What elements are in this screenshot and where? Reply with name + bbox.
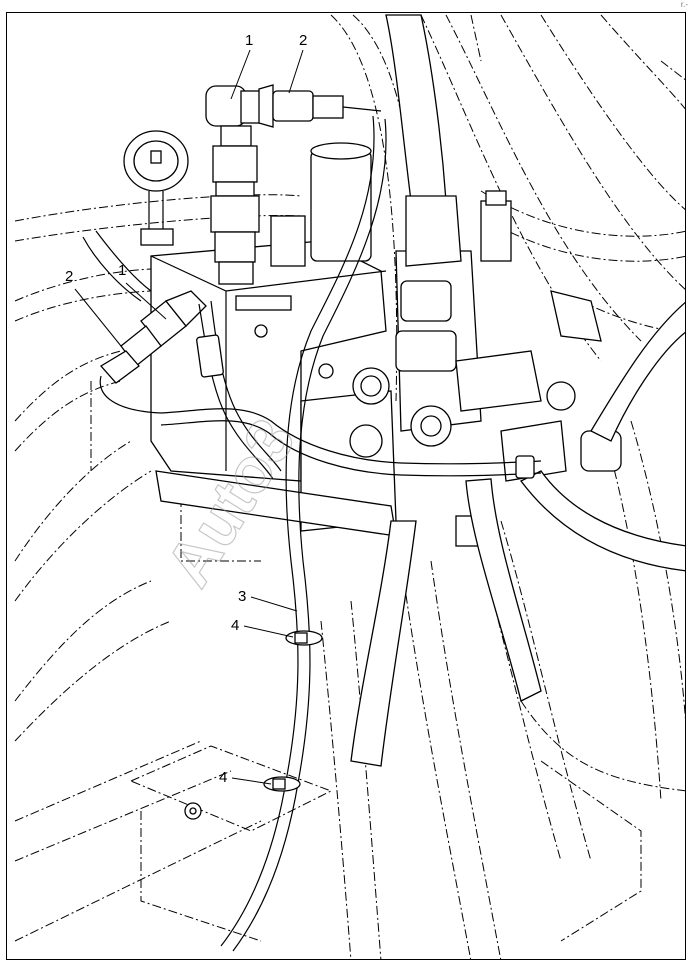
top-pressure-sensor xyxy=(205,84,382,285)
main-hoses xyxy=(350,14,685,767)
callout-2-left: 2 xyxy=(65,268,73,285)
lifting-eye xyxy=(123,130,189,246)
callout-1-left: 1 xyxy=(118,262,126,279)
callouts: 1 2 1 2 3 4 4 xyxy=(65,32,307,786)
left-pressure-sensor xyxy=(82,230,207,414)
callout-3: 3 xyxy=(238,588,246,605)
hydraulic-valve-illustration: Auto3 1 2 1 2 3 4 4 xyxy=(14,14,685,959)
wire-harness xyxy=(160,115,542,952)
diagram-frame: Auto3 1 2 1 2 3 4 4 xyxy=(6,12,686,960)
valve-bank-fittings xyxy=(270,142,622,547)
harness-clamps xyxy=(263,630,323,792)
callout-2-top: 2 xyxy=(299,32,307,49)
callout-1-top: 1 xyxy=(245,32,253,49)
corner-mark: r.- xyxy=(680,0,688,9)
callout-4-upper: 4 xyxy=(231,617,239,634)
callout-4-lower: 4 xyxy=(219,769,227,786)
mounting-nut xyxy=(184,802,202,820)
